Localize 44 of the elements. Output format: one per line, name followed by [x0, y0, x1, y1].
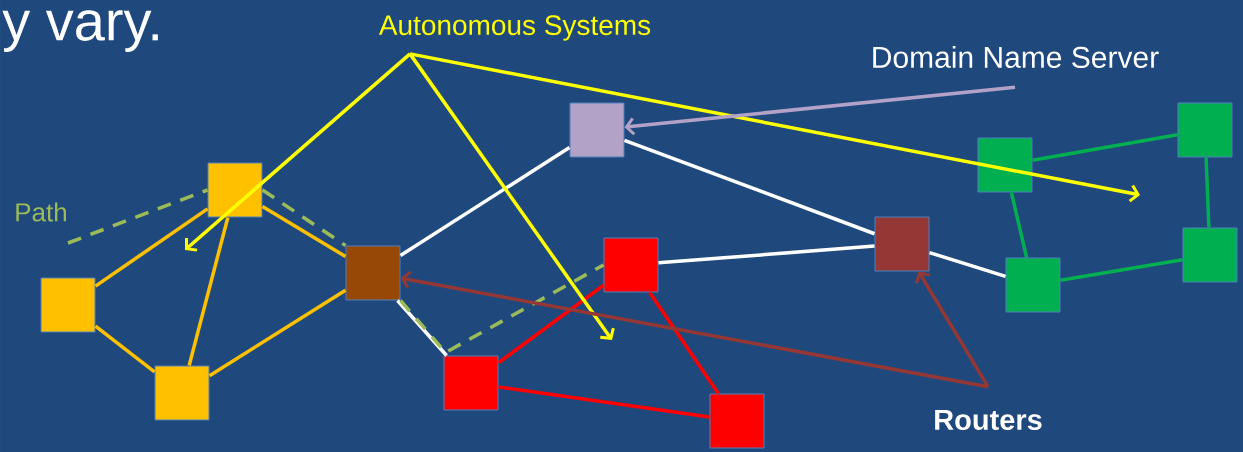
- router-square: [207, 162, 263, 218]
- connection-line: [1204, 157, 1211, 228]
- pointer-arrow: [408, 52, 615, 340]
- router-square: [154, 365, 210, 421]
- path-line: [399, 263, 605, 355]
- connection-line: [208, 288, 347, 378]
- pointer-arrow: [400, 270, 989, 389]
- slide-title: y vary.: [2, 10, 158, 52]
- connection-line: [658, 244, 875, 265]
- pointer-arrow: [624, 85, 1016, 136]
- router-square: [709, 393, 765, 449]
- connection-line: [187, 217, 230, 366]
- path-line: [67, 188, 209, 245]
- connection-line: [498, 385, 710, 419]
- router-square: [40, 277, 96, 333]
- router-square: [1177, 102, 1233, 158]
- connection-line: [399, 146, 571, 257]
- callout-label: Routers: [935, 409, 1042, 431]
- router-square: [345, 245, 401, 301]
- connection-line: [1060, 257, 1183, 283]
- path-line: [261, 188, 347, 247]
- connection-line: [648, 291, 720, 395]
- router-square: [1182, 227, 1238, 283]
- pointer-arrow: [409, 52, 1140, 203]
- connection-line: [497, 283, 605, 365]
- path-label: Path: [16, 202, 66, 222]
- callout-label: Autonomous Systems: [378, 15, 651, 41]
- connection-line: [396, 299, 448, 357]
- router-square: [603, 237, 659, 293]
- callout-label: Domain Name Server: [873, 46, 1159, 68]
- connection-line: [261, 205, 347, 258]
- connection-line: [94, 207, 209, 288]
- connection-line: [94, 324, 156, 374]
- router-square: [1005, 257, 1061, 313]
- router-square: [977, 137, 1033, 193]
- router-square: [874, 216, 930, 272]
- connection-line: [623, 138, 876, 236]
- pointer-arrow: [914, 271, 990, 388]
- router-square: [443, 355, 499, 411]
- router-square: [569, 102, 625, 158]
- connection-line: [1032, 133, 1178, 162]
- pointer-arrow: [185, 52, 412, 252]
- connection-line: [928, 250, 1007, 279]
- connection-line: [1009, 192, 1029, 258]
